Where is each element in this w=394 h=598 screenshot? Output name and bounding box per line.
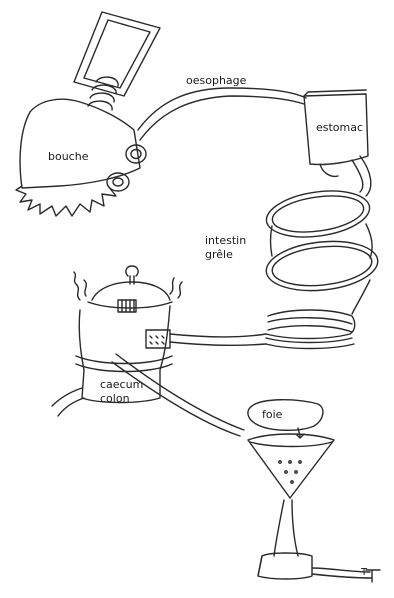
label-colon: colon [100, 392, 130, 405]
caecum-colon-pot [52, 266, 244, 436]
label-caecum: caecum [100, 378, 143, 391]
label-grele: grêle [205, 248, 233, 261]
label-intestin: intestin [205, 234, 246, 247]
label-bouche: bouche [48, 150, 88, 163]
mouth-machine [16, 12, 160, 216]
liver-funnel-glass [248, 400, 380, 582]
oesophagus-tube [138, 88, 306, 140]
small-intestine-coil [170, 156, 380, 349]
signature-mark: T [361, 566, 367, 579]
label-oesophage: oesophage [186, 74, 246, 87]
label-estomac: estomac [316, 121, 363, 134]
label-foie: foie [262, 408, 282, 421]
